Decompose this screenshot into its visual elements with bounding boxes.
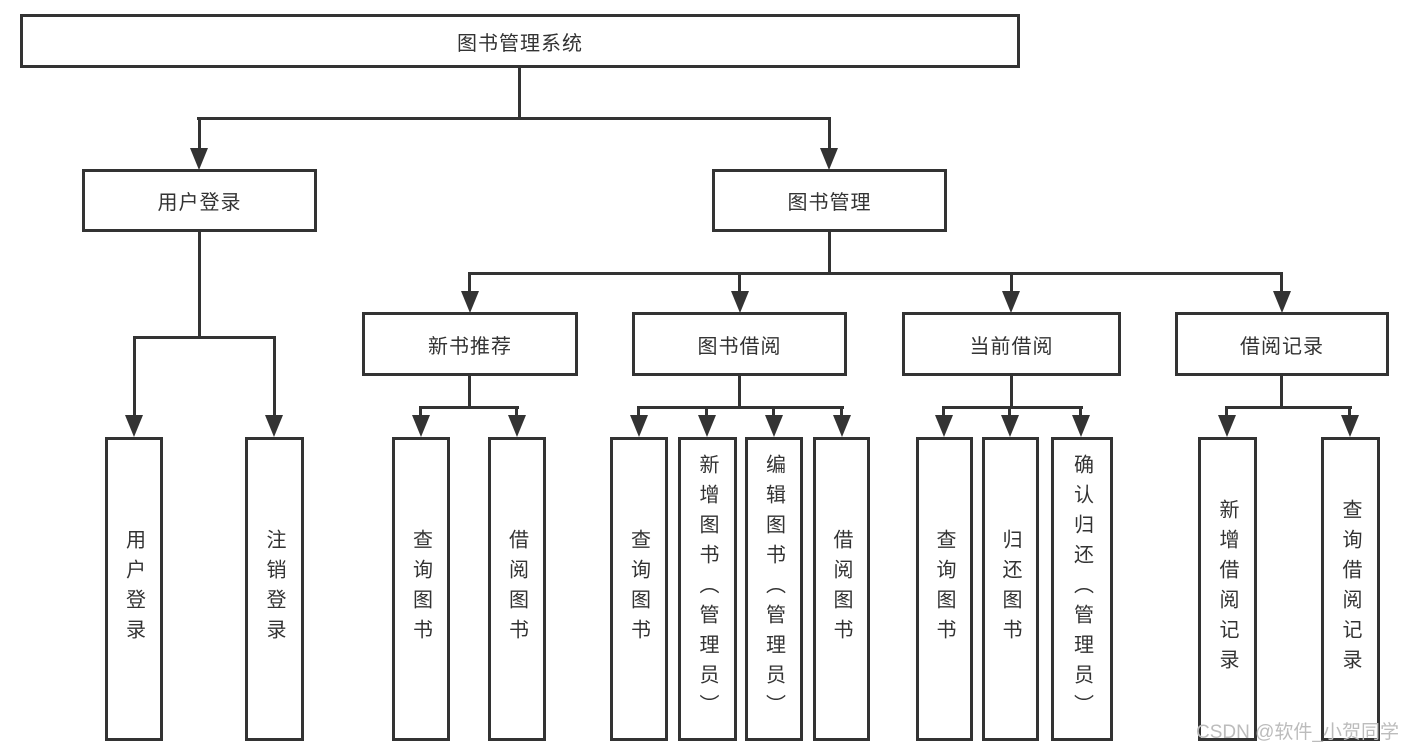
connector-root-rail: [197, 117, 831, 120]
connector-drop-leaf: [515, 406, 518, 417]
arrow-down-icon: [125, 415, 143, 437]
node-book-management: 图书管理: [712, 169, 947, 232]
arrow-down-icon: [508, 415, 526, 437]
node-new-book-recommend: 新书推荐: [362, 312, 578, 376]
connector-user-login-rail: [133, 336, 276, 339]
connector-root-stem: [518, 68, 521, 119]
connector-drop-leaf: [772, 406, 775, 417]
node-current-borrow: 当前借阅: [902, 312, 1121, 376]
arrow-down-icon: [1001, 415, 1019, 437]
leaf-return-book: 归还图书: [982, 437, 1039, 741]
connector-new-book-stem: [468, 376, 471, 409]
connector-borrow-records-stem: [1280, 376, 1283, 409]
leaf-confirm-return-admin: 确认归还（管理员）: [1051, 437, 1113, 741]
connector-book-borrow-stem: [738, 376, 741, 409]
connector-drop-leaf: [1348, 406, 1351, 417]
connector-book-mgmt-rail: [468, 272, 1283, 275]
connector-drop-borrow-records: [1280, 272, 1283, 293]
arrow-down-icon: [190, 148, 208, 170]
connector-drop-login-leaf: [133, 336, 136, 417]
node-root: 图书管理系统: [20, 14, 1020, 68]
connector-drop-book-management: [828, 117, 831, 150]
connector-user-login-stem: [198, 232, 201, 339]
arrow-down-icon: [1341, 415, 1359, 437]
leaf-query-borrow-record: 查询借阅记录: [1321, 437, 1380, 741]
connector-book-borrow-rail: [637, 406, 844, 409]
connector-drop-new-book: [468, 272, 471, 293]
arrow-down-icon: [731, 291, 749, 313]
arrow-down-icon: [1072, 415, 1090, 437]
node-borrow-records: 借阅记录: [1175, 312, 1389, 376]
leaf-borrow-books-recommend: 借阅图书: [488, 437, 546, 741]
leaf-query-books-recommend: 查询图书: [392, 437, 450, 741]
node-book-borrow: 图书借阅: [632, 312, 847, 376]
arrow-down-icon: [935, 415, 953, 437]
arrow-down-icon: [820, 148, 838, 170]
arrow-down-icon: [1273, 291, 1291, 313]
connector-drop-logout-leaf: [273, 336, 276, 417]
connector-drop-leaf: [1008, 406, 1011, 417]
connector-current-borrow-rail: [942, 406, 1083, 409]
connector-drop-book-borrow: [738, 272, 741, 293]
connector-drop-leaf: [419, 406, 422, 417]
leaf-query-books-current: 查询图书: [916, 437, 973, 741]
arrow-down-icon: [630, 415, 648, 437]
connector-book-mgmt-stem: [828, 232, 831, 275]
connector-current-borrow-stem: [1010, 376, 1013, 409]
arrow-down-icon: [265, 415, 283, 437]
leaf-add-borrow-record: 新增借阅记录: [1198, 437, 1257, 741]
arrow-down-icon: [833, 415, 851, 437]
connector-drop-leaf: [840, 406, 843, 417]
arrow-down-icon: [765, 415, 783, 437]
leaf-logout: 注销登录: [245, 437, 304, 741]
arrow-down-icon: [1218, 415, 1236, 437]
arrow-down-icon: [698, 415, 716, 437]
arrow-down-icon: [461, 291, 479, 313]
connector-drop-leaf: [1079, 406, 1082, 417]
arrow-down-icon: [412, 415, 430, 437]
connector-drop-leaf: [942, 406, 945, 417]
arrow-down-icon: [1002, 291, 1020, 313]
connector-drop-leaf: [1225, 406, 1228, 417]
watermark: CSDN @软件_小贺同学: [1196, 722, 1399, 743]
leaf-borrow-books: 借阅图书: [813, 437, 870, 741]
leaf-add-book-admin: 新增图书（管理员）: [678, 437, 737, 741]
connector-drop-user-login: [198, 117, 201, 150]
connector-drop-current-borrow: [1010, 272, 1013, 293]
leaf-query-books-borrow: 查询图书: [610, 437, 668, 741]
connector-borrow-records-rail: [1225, 406, 1352, 409]
node-user-login: 用户登录: [82, 169, 317, 232]
connector-drop-leaf: [705, 406, 708, 417]
connector-drop-leaf: [637, 406, 640, 417]
leaf-edit-book-admin: 编辑图书（管理员）: [745, 437, 803, 741]
connector-new-book-rail: [419, 406, 519, 409]
leaf-user-login: 用户登录: [105, 437, 163, 741]
